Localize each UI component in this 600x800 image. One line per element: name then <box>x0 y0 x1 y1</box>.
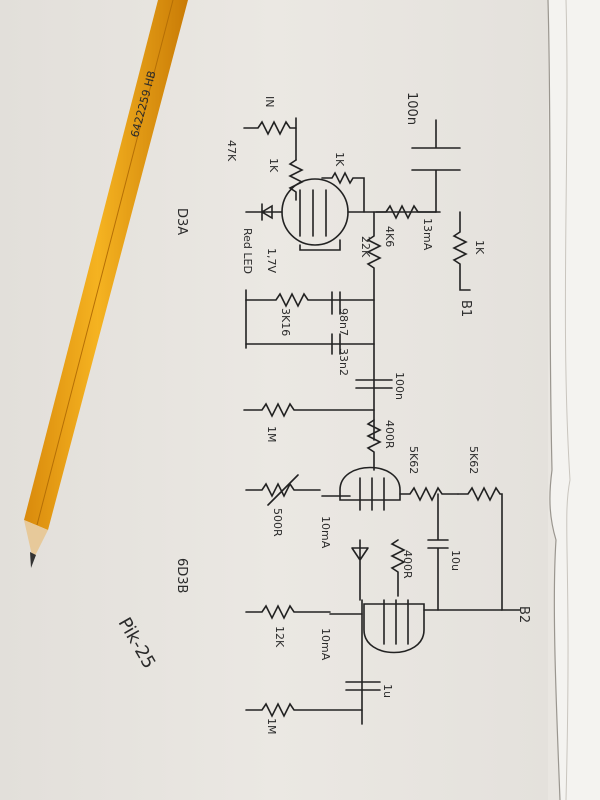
label-12k: 12K <box>273 626 286 648</box>
label-tube-1: D3A <box>174 208 189 235</box>
diode <box>351 539 369 601</box>
label-1m-b: 1M <box>265 718 278 735</box>
label-500r: 500R <box>271 508 284 537</box>
label-b2: B2 <box>516 606 531 623</box>
resistor-400r-a <box>366 419 382 471</box>
tube-1-grid <box>299 189 327 237</box>
label-33n2: 33n2 <box>337 348 350 376</box>
page-edge-fold <box>564 0 571 800</box>
schematic <box>243 117 521 725</box>
label-22k: 22K <box>359 236 372 258</box>
cap-33n2 <box>245 333 375 355</box>
resistor-5k62-b <box>457 486 521 611</box>
wire-tube-bottom <box>299 239 341 251</box>
resistor-22k <box>366 211 382 441</box>
tube-2a-grid <box>359 477 385 511</box>
label-10u: 10u <box>449 550 462 571</box>
pencil-body <box>24 0 188 530</box>
page-edge-shadow <box>547 0 561 800</box>
pencil-wood-tip <box>24 520 48 560</box>
label-b1: B1 <box>458 300 473 317</box>
label-3k16: 3K16 <box>279 308 292 336</box>
resistor-5k62-a <box>399 486 459 502</box>
paper <box>0 0 548 800</box>
cap-1u <box>345 681 381 691</box>
label-current-3: 10mA <box>319 628 332 661</box>
resistor-400r-b <box>390 539 406 597</box>
cap-input-100n <box>411 119 461 213</box>
label-1u: 1u <box>381 684 394 698</box>
label-400r-b: 400R <box>401 550 414 579</box>
label-400r-a: 400R <box>383 420 396 449</box>
label-current-2: 10mA <box>319 516 332 549</box>
resistor-1m-a <box>243 402 375 418</box>
resistor-4k6 <box>375 204 437 220</box>
label-47k: 47K <box>225 140 238 162</box>
pot-500r <box>245 474 321 506</box>
label-1k-grid: 1K <box>267 158 280 173</box>
resistor-1k-b1 <box>452 211 471 291</box>
label-5k62-a: 5K62 <box>407 446 420 474</box>
label-98n7: 98n7 <box>337 308 350 336</box>
cap-10u <box>427 493 449 611</box>
label-100n: 100n <box>393 372 406 400</box>
wire-47k <box>243 120 297 136</box>
label-current-1: 13mA <box>421 218 434 251</box>
label-led: Red LED <box>241 228 254 274</box>
cap-100n <box>355 379 393 389</box>
label-5k62-b: 5K62 <box>467 446 480 474</box>
resistor-12k <box>245 604 331 620</box>
label-in: IN <box>263 96 276 107</box>
wire-led <box>245 203 283 221</box>
resistor-3k16 <box>245 292 375 308</box>
resistor-1m-b <box>245 702 363 718</box>
label-cap-input: 100n <box>404 92 419 125</box>
label-tube-2: 6D3B <box>174 558 189 593</box>
label-1m-a: 1M <box>265 426 278 443</box>
label-4k6: 4K6 <box>383 226 396 247</box>
cap-98n7 <box>245 291 341 315</box>
pencil-edge <box>36 0 174 526</box>
page-edge <box>548 0 600 800</box>
pencil-graphite <box>30 552 36 568</box>
wire-1k-grid <box>288 159 304 201</box>
label-1k-b1: 1K <box>473 240 486 255</box>
tube-2b-envelope <box>363 603 425 654</box>
wire-1k-cathode <box>321 171 365 213</box>
label-1k-small: 1K <box>333 152 346 167</box>
label-led-voltage: 1,7V <box>265 248 278 273</box>
tube-2b-grid <box>383 599 409 645</box>
